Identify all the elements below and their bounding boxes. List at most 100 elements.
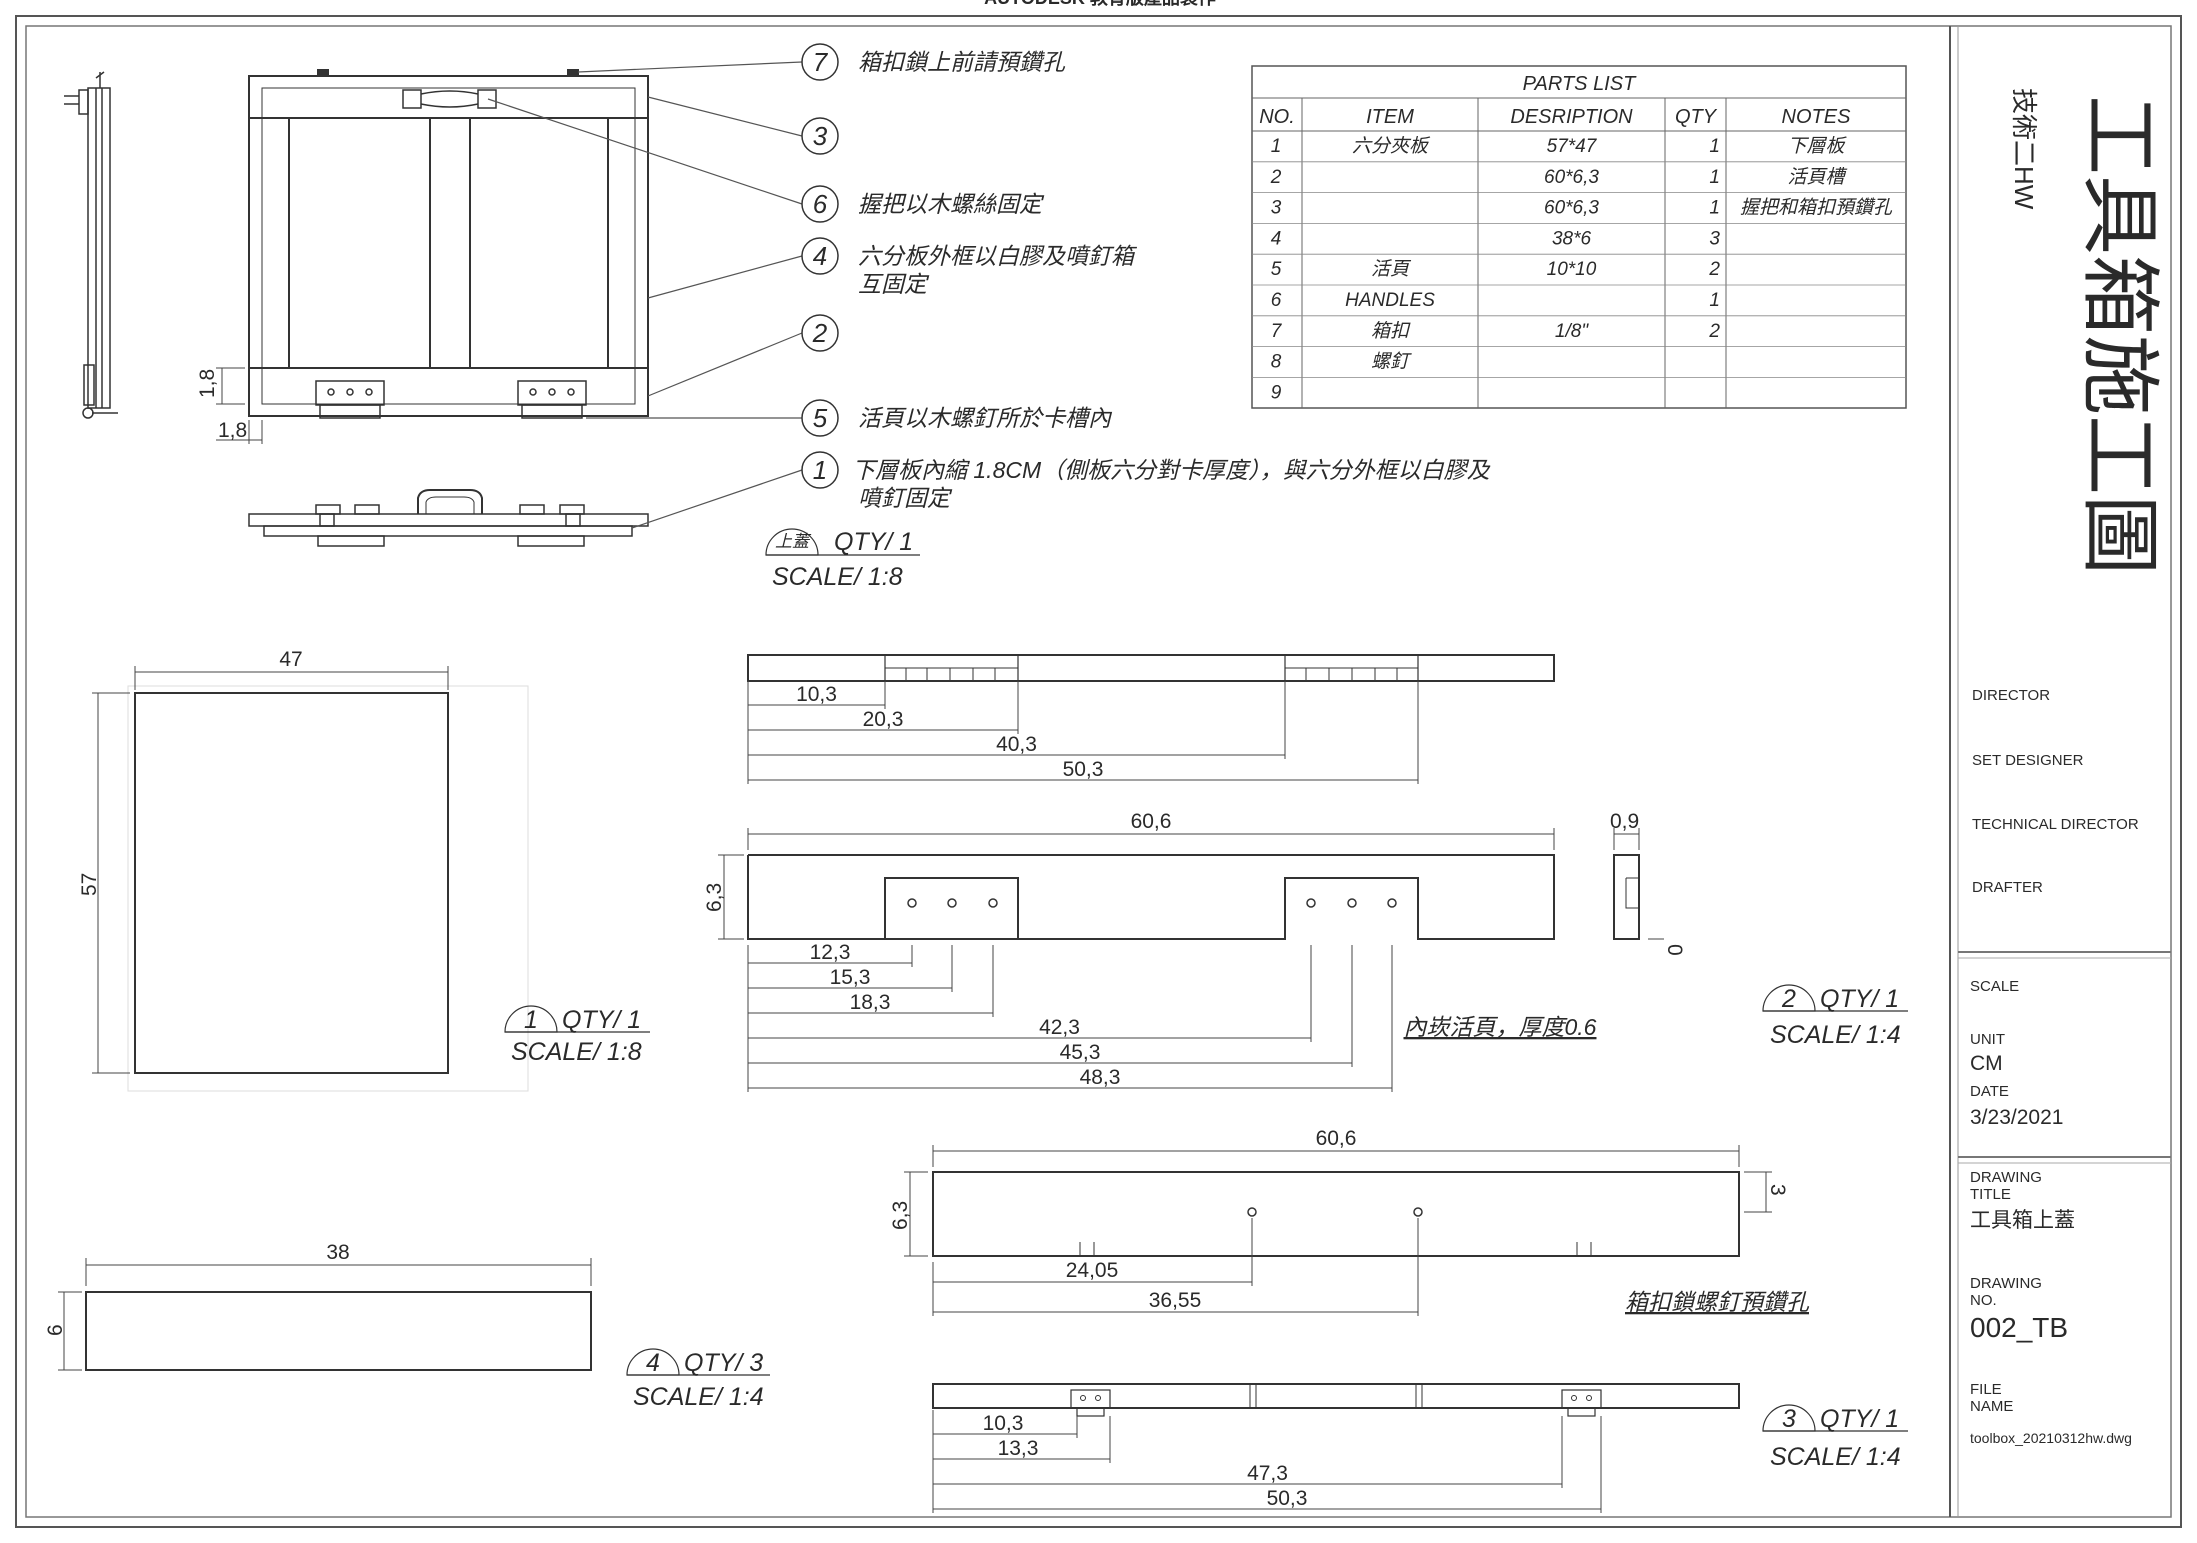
part4-board: [85, 1291, 592, 1371]
callout-bubble: [801, 117, 839, 155]
part2-top-dim: 10,3: [796, 683, 837, 706]
parts-list-cell: 1: [1271, 136, 1282, 157]
part3-bottom-dim: 47,3: [1247, 1462, 1288, 1485]
assembly-dim-b: 1,8: [218, 419, 247, 442]
parts-list-cell: 2: [1708, 321, 1720, 342]
parts-list-cell: 9: [1271, 382, 1282, 403]
part1-scale: SCALE/ 1:8: [511, 1038, 642, 1066]
part2-note: 內崁活頁，厚度0.6: [1404, 1014, 1597, 1040]
part2-hole-dim: 15,3: [830, 966, 871, 989]
drawing-title-value: 工具箱上蓋: [1970, 1209, 2075, 1232]
parts-list-header: NO.: [1259, 106, 1295, 128]
callout-bubble: [801, 185, 839, 223]
parts-list-cell: 1: [1709, 136, 1720, 157]
outer-border: [15, 15, 2182, 1528]
assembly-top-view: [248, 69, 649, 419]
parts-list-cell: 握把和箱扣預鑽孔: [1740, 197, 1893, 219]
part2-top-dim: 50,3: [1063, 758, 1104, 781]
callout-number: 3: [813, 121, 828, 151]
parts-list-cell: 1/8": [1555, 321, 1589, 342]
part2-height: 6,3: [703, 883, 726, 912]
part3-tag: 3: [1782, 1405, 1796, 1433]
callout-text: 箱扣鎖上前請預鑽孔: [858, 49, 1066, 75]
part1-plate: [134, 692, 449, 1074]
callout-text: 活頁以木螺釘所於卡槽內: [858, 405, 1113, 431]
parts-list-cell: 3: [1271, 198, 1282, 219]
part4-scale: SCALE/ 1:4: [633, 1383, 764, 1411]
part2-hole-dim: 48,3: [1080, 1066, 1121, 1089]
part1-view: 47 57 1 QTY/ 1 SCALE/ 1:8: [78, 648, 650, 1092]
parts-list-title: PARTS LIST: [1523, 73, 1637, 95]
part1-label: 1 QTY/ 1 SCALE/ 1:8: [504, 1005, 650, 1066]
part2-side-zero: 0: [1663, 944, 1686, 956]
parts-list-header: DESRIPTION: [1510, 106, 1633, 128]
parts-list-cell: HANDLES: [1345, 290, 1435, 311]
part4-tag: 4: [646, 1349, 660, 1377]
part3-label: 3 QTY/ 1 SCALE/ 1:4: [1762, 1404, 1908, 1471]
part2-scale: SCALE/ 1:4: [1770, 1021, 1901, 1049]
part3-hole-dim-2: 36,55: [1149, 1289, 1202, 1312]
part3-bottom-dim: 10,3: [983, 1412, 1024, 1435]
parts-list-cell: 活頁: [1371, 259, 1412, 280]
part2-hole-dim: 18,3: [850, 991, 891, 1014]
callout-number: 7: [813, 47, 829, 77]
parts-list-cell: 38*6: [1552, 228, 1592, 249]
parts-list-cell: 六分夾板: [1352, 136, 1431, 157]
part1-width: 47: [279, 648, 302, 671]
assembly-front-view: [248, 489, 649, 547]
part2-thickness: 0,9: [1610, 810, 1639, 833]
part4-height: 6: [44, 1324, 67, 1336]
parts-list-cell: 活頁槽: [1787, 167, 1847, 188]
assembly-qty: QTY/ 1: [834, 528, 913, 556]
part4-label: 4 QTY/ 3 SCALE/ 1:4: [626, 1348, 770, 1411]
assembly-tag: 上蓋: [775, 532, 812, 551]
part3-bottom-dim: 13,3: [998, 1437, 1039, 1460]
part2-top-dim: 20,3: [863, 708, 904, 731]
part2-view: 10,3 20,3 40,3 50,3 60,6 6,3: [703, 654, 1908, 1092]
parts-list-header: ITEM: [1366, 106, 1414, 128]
parts-list-cell: 7: [1271, 321, 1283, 342]
part4-qty: QTY/ 3: [684, 1349, 763, 1377]
parts-list-cell: 2: [1708, 259, 1720, 280]
header-text: AUTODESK 教育版產品製作: [984, 0, 1216, 8]
parts-list-cell: 8: [1271, 352, 1282, 373]
callout-text: 下層板內縮 1.8CM（側板六分對卡厚度），與六分外框以白膠及: [852, 457, 1491, 483]
part2-length: 60,6: [1131, 810, 1172, 833]
callout-number: 1: [813, 455, 827, 485]
callout-text-2: 噴釘固定: [858, 485, 953, 511]
course-title: 技術二HW: [2009, 88, 2039, 210]
callout-bubble: [801, 451, 839, 489]
part2-label: 2 QTY/ 1 SCALE/ 1:4: [1762, 984, 1908, 1049]
parts-list-cell: 螺釘: [1371, 351, 1412, 373]
callout-text: 握把以木螺絲固定: [858, 191, 1045, 217]
drawing-no-value: 002_TB: [1970, 1312, 2068, 1343]
part3-scale: SCALE/ 1:4: [1770, 1443, 1901, 1471]
file-name-label-2: NAME: [1970, 1398, 2013, 1415]
callout-text-2: 互固定: [858, 271, 930, 297]
parts-list-cell: 1: [1709, 167, 1720, 188]
part2-tag: 2: [1781, 985, 1796, 1013]
parts-list-cell: 10*10: [1547, 259, 1597, 280]
parts-list-cell: 60*6,3: [1544, 167, 1599, 188]
drawing-main-title: 工具箱施工圖: [2075, 95, 2164, 575]
callout-number: 5: [813, 403, 828, 433]
drawing-no-label-2: NO.: [1970, 1292, 1997, 1309]
part3-qty: QTY/ 1: [1820, 1405, 1899, 1433]
assembly-scale: SCALE/ 1:8: [772, 563, 903, 591]
unit-value: CM: [1970, 1052, 2003, 1075]
date-value: 3/23/2021: [1970, 1106, 2063, 1129]
assembly-label: 上蓋 QTY/ 1 SCALE/ 1:8: [765, 528, 920, 591]
assembly-dim-a: 1,8: [196, 369, 219, 398]
part3-length: 60,6: [1316, 1127, 1357, 1150]
part1-height: 57: [78, 873, 101, 896]
part1-tag: 1: [524, 1006, 538, 1034]
part3-hole-dim-1: 24,05: [1066, 1259, 1119, 1282]
parts-list-cell: 3: [1709, 228, 1720, 249]
parts-list-cell: 箱扣: [1371, 320, 1411, 342]
callout-bubble: [801, 314, 839, 352]
part2-hole-dim: 12,3: [810, 941, 851, 964]
drawing-title-label-2: TITLE: [1970, 1186, 2011, 1203]
part2-top-dim: 40,3: [996, 733, 1037, 756]
